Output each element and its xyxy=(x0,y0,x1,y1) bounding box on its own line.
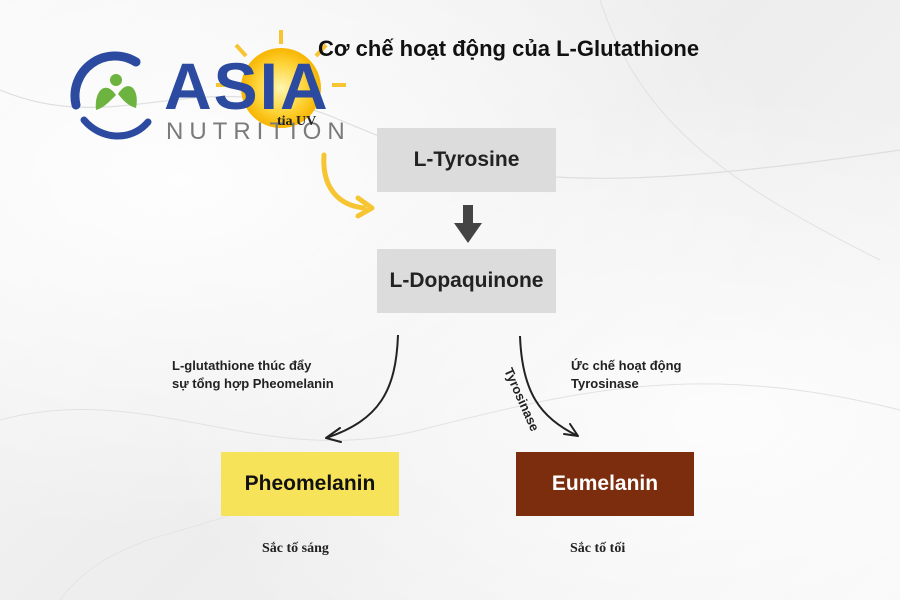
uv-label: tia UV xyxy=(277,114,317,129)
uv-ray-arrow-icon xyxy=(321,152,375,219)
caption-dark-pigment: Sắc tố tối xyxy=(570,541,626,556)
node-l-dopaquinone: L-Dopaquinone xyxy=(377,249,556,313)
node-l-tyrosine-label: L-Tyrosine xyxy=(413,148,520,171)
node-eumelanin-label: Eumelanin xyxy=(551,472,659,495)
node-pheomelanin: Pheomelanin xyxy=(221,452,399,516)
note-glutathione-promotes: L-glutathione thúc đẩy sự tổng hợp Pheom… xyxy=(172,357,372,393)
curve-arrow-to-eumelanin xyxy=(519,335,579,437)
hand-leaf-emblem-icon xyxy=(70,51,152,140)
asia-nutrition-logo: ASIA NUTRITION xyxy=(66,30,375,219)
note-left-line1: L-glutathione thúc đẩy xyxy=(172,358,312,373)
node-eumelanin: Eumelanin xyxy=(516,452,694,516)
down-arrow-icon xyxy=(454,205,482,243)
node-l-tyrosine: L-Tyrosine xyxy=(377,128,556,192)
caption-light-pigment: Sắc tố sáng xyxy=(262,541,329,556)
brand-name: ASIA xyxy=(164,49,330,123)
note-right-line2: Tyrosinase xyxy=(571,376,639,391)
brand-subtitle: NUTRITION xyxy=(166,118,351,145)
note-inhibit-tyrosinase: Ức chế hoạt động Tyrosinase xyxy=(571,357,771,393)
curve-arrow-to-pheomelanin xyxy=(325,334,399,439)
node-l-dopaquinone-label: L-Dopaquinone xyxy=(389,269,544,292)
note-left-line2: sự tổng hợp Pheomelanin xyxy=(172,376,334,391)
node-pheomelanin-label: Pheomelanin xyxy=(244,472,376,495)
note-right-line1: Ức chế hoạt động xyxy=(571,358,682,373)
diagram-title: Cơ chế hoạt động của L-Glutathione xyxy=(318,36,700,61)
sun-icon xyxy=(216,30,346,128)
